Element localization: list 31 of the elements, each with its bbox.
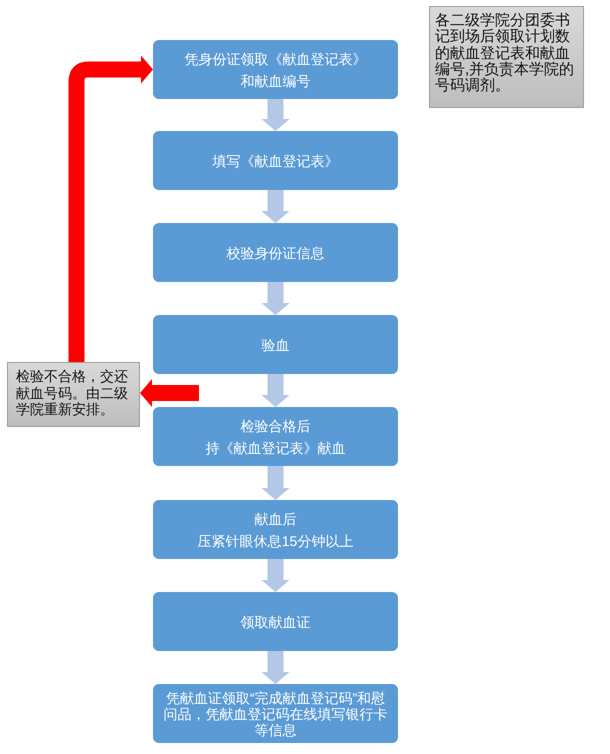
block-arrow: [262, 466, 290, 500]
block-arrow: [262, 374, 290, 407]
step-text: 检验合格后: [240, 416, 310, 436]
step-text: 填写《献血登记表》: [212, 152, 338, 170]
block-arrow: [262, 559, 290, 592]
block-arrow: [262, 282, 290, 315]
step-text: 校验身份证信息: [226, 244, 324, 262]
process-box: [153, 500, 398, 559]
process-box: [153, 592, 398, 651]
process-box: [153, 131, 398, 190]
process-box: [153, 315, 398, 374]
block-arrow: [140, 379, 199, 407]
note-box: [429, 6, 584, 108]
block-arrow: [262, 99, 290, 131]
step-text: 凭身份证领取《献血登记表》和献血编号: [184, 50, 368, 90]
step-text: 献血后: [254, 510, 296, 528]
note-text: 检验不合格，交还献血号码。由二级学院重新安排。: [16, 368, 129, 418]
process-box: [153, 223, 398, 282]
process-box: [153, 407, 398, 466]
step-text: 领取献血证: [240, 612, 310, 632]
note-box: [7, 362, 140, 427]
step-text: 凭献血证领取“完成献血登记码”和慰问品，凭献血登记码在线填写银行卡等信息: [162, 690, 388, 738]
block-arrow: [262, 190, 290, 223]
block-arrow: [262, 651, 290, 684]
step-text: 压紧针眼休息15分钟以上: [198, 532, 354, 550]
note-text: 各二级学院分团委书记到场后领取计划数的献血登记表和献血编号,并负责本学院的号码调剂。: [435, 13, 576, 94]
process-box: [153, 40, 398, 99]
step-text: 持《献血登记表》献血: [206, 438, 346, 458]
process-box: [153, 684, 398, 743]
block-arrow: [68, 56, 153, 362]
step-text: 验血: [262, 336, 290, 354]
